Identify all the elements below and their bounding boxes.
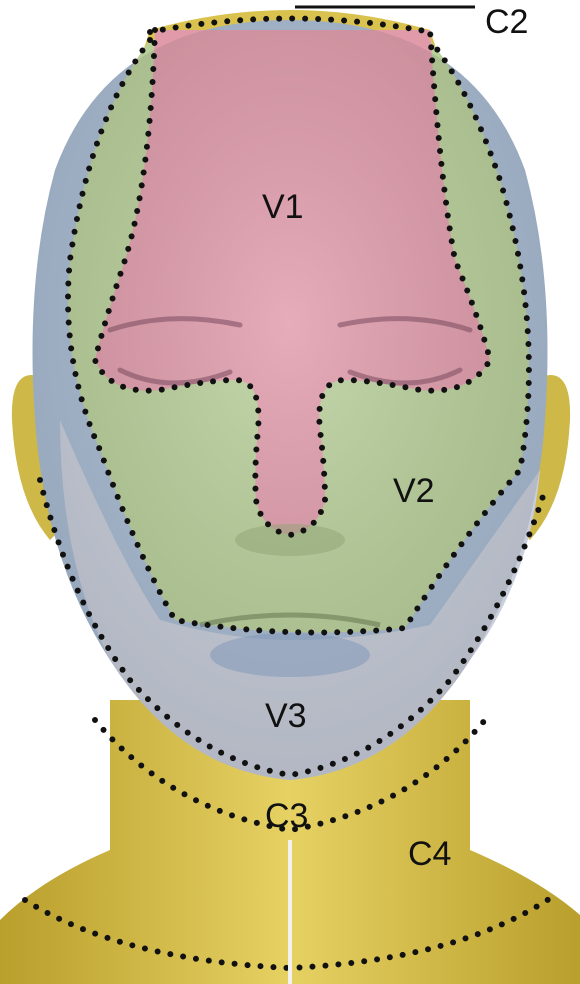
label-c4: C4 — [408, 835, 451, 873]
label-v3: V3 — [265, 697, 307, 735]
nostrils — [235, 524, 345, 556]
lower-lip — [210, 633, 370, 677]
label-c2: C2 — [485, 3, 528, 41]
label-c3: C3 — [265, 797, 308, 835]
label-v1: V1 — [262, 188, 304, 226]
label-v2: V2 — [393, 472, 435, 510]
